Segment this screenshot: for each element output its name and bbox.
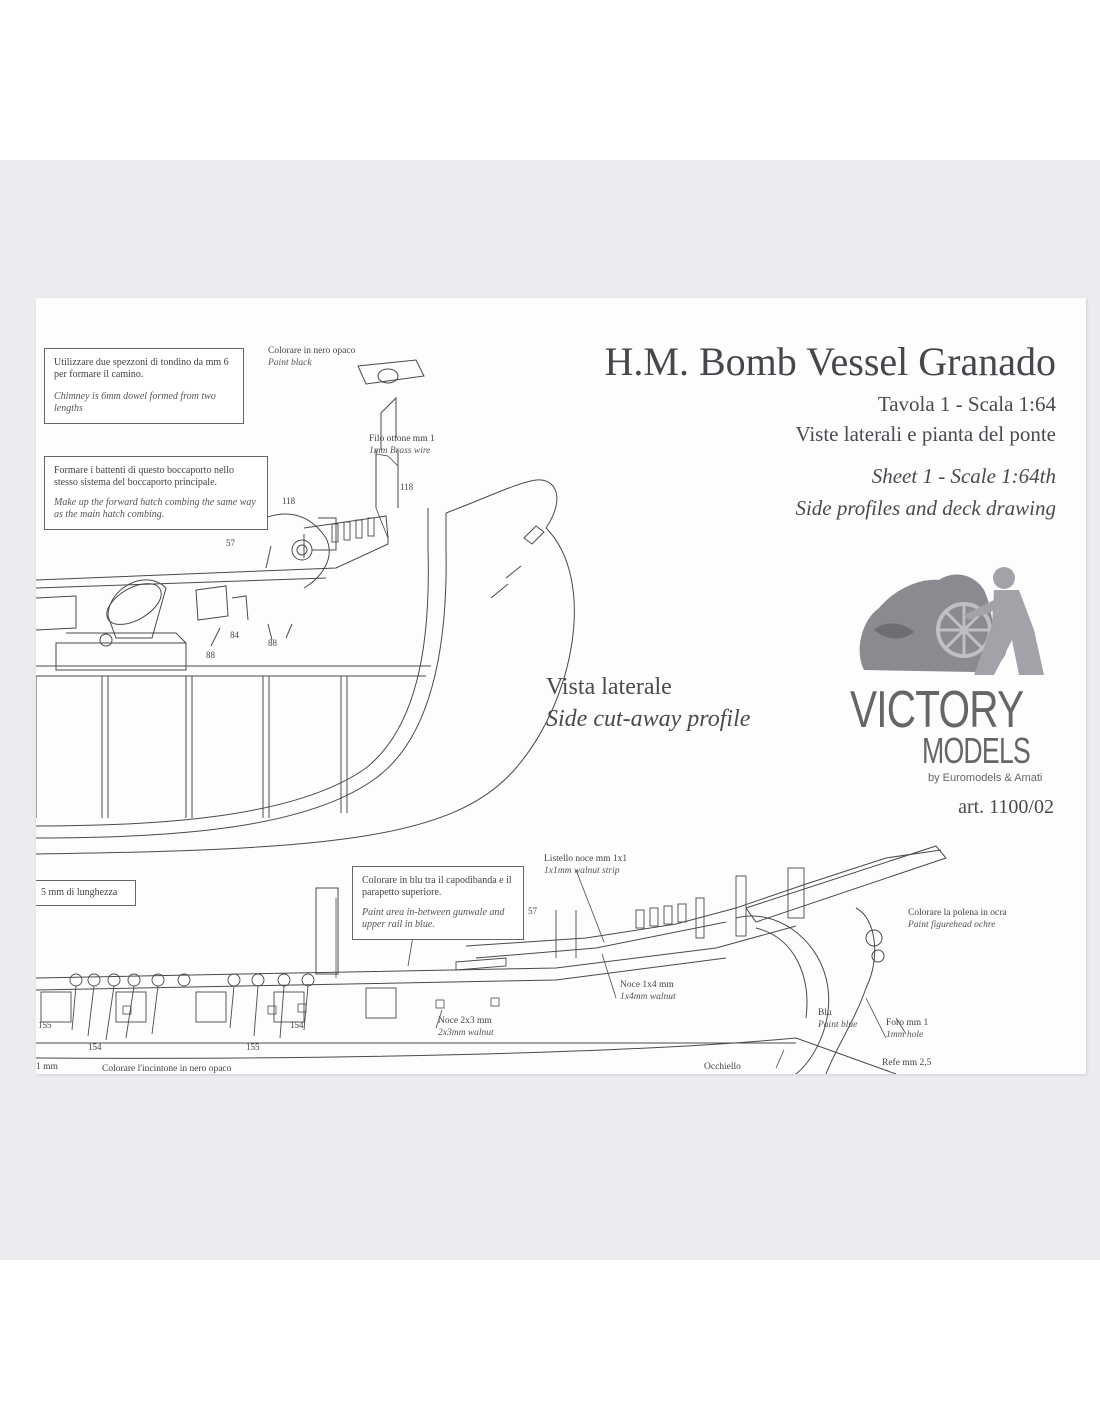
note-hatch-en: Make up the forward hatch combing the sa… — [54, 497, 256, 520]
label-hole-it: Foro mm 1 — [886, 1018, 929, 1028]
label-wale: Colorare l'incintone in nero opaco — [102, 1064, 232, 1074]
part-number: 118 — [282, 496, 296, 506]
label-refe: Refe mm 2,5 — [882, 1058, 932, 1068]
label-noce-1x4-en: 1x4mm walnut — [620, 992, 676, 1002]
note-blue-area-en: Paint area in-between gunwale and upper … — [362, 907, 505, 930]
subtitle-sheet-en: Sheet 1 - Scale 1:64th — [871, 464, 1056, 488]
logo-word-victory: VICTORY — [850, 681, 1024, 739]
note-chimney-en: Chimney is 6mm dowel formed from two len… — [54, 391, 216, 414]
note-box-blue-area: Colorare in blu tra il capodibanda e il … — [352, 866, 524, 940]
label-hole-en: 1mm hole — [886, 1030, 924, 1040]
label-walnut-strip-en: 1x1mm walnut strip — [544, 866, 620, 876]
label-blu-en: Paint blue — [818, 1020, 858, 1030]
view-title-it: Vista laterale — [546, 674, 672, 700]
cutaway-profile — [36, 359, 575, 855]
part-number: 88 — [206, 650, 215, 660]
article-number: art. 1100/02 — [958, 796, 1054, 818]
subtitle-views-en: Side profiles and deck drawing — [795, 496, 1056, 520]
label-noce-2x3-en: 2x3mm walnut — [438, 1028, 494, 1038]
note-hatch-it: Formare i battenti di questo boccaporto … — [54, 465, 234, 488]
note-blue-area-it: Colorare in blu tra il capodibanda e il … — [362, 875, 512, 898]
view-title-en: Side cut-away profile — [546, 706, 751, 732]
part-number: 84 — [230, 630, 239, 640]
label-brass-wire-it: Filo ottone mm 1 — [369, 434, 435, 444]
label-walnut-strip-it: Listello noce mm 1x1 — [544, 854, 628, 864]
subtitle-sheet-it: Tavola 1 - Scala 1:64 — [877, 392, 1056, 416]
logo-emblem — [859, 567, 1044, 675]
logo-byline: by Euromodels & Amati — [928, 772, 1043, 784]
part-number: 57 — [226, 538, 235, 548]
note-chimney-it: Utilizzare due spezzoni di tondino da mm… — [54, 357, 229, 380]
ship-drawing — [36, 359, 947, 1074]
note-box-chimney: Utilizzare due spezzoni di tondino da mm… — [44, 348, 244, 424]
plan-sheet: ⌐ H.M. Bomb Vessel Granado Tavola 1 - Sc… — [36, 298, 1086, 1074]
side-profile — [36, 845, 947, 1074]
label-noce-2x3-it: Noce 2x3 mm — [438, 1016, 492, 1026]
label-brass-wire-en: 1mm Brass wire — [369, 446, 431, 456]
part-number: 57 — [528, 906, 537, 916]
label-paint-black-it: Colorare in nero opaco — [268, 346, 356, 356]
note-box-length: 5 mm di lunghezza — [36, 880, 136, 906]
label-noce-1x4-it: Noce 1x4 mm — [620, 980, 674, 990]
note-length-it: 5 mm di lunghezza — [41, 887, 118, 898]
part-number: 88 — [268, 638, 277, 648]
label-paint-black-en: Paint black — [268, 358, 312, 368]
page-title: H.M. Bomb Vessel Granado — [604, 339, 1056, 384]
note-box-hatch: Formare i battenti di questo boccaporto … — [44, 456, 268, 530]
part-number: 155 — [38, 1020, 52, 1030]
label-figurehead-en: Paint figurehead ochre — [908, 920, 996, 930]
label-occhiello: Occhiello — [704, 1062, 741, 1072]
label-1mm: 1 mm — [36, 1062, 58, 1072]
part-number: 154 — [290, 1020, 304, 1030]
part-number: 155 — [246, 1042, 260, 1052]
label-figurehead-it: Colorare la polena in ocra — [908, 908, 1007, 918]
subtitle-views-it: Viste laterali e pianta del ponte — [795, 422, 1056, 446]
label-blu-it: Blu — [818, 1008, 832, 1018]
part-number: 154 — [88, 1042, 102, 1052]
victory-models-logo: VICTORY MODELS — [844, 560, 1064, 771]
part-number: 118 — [400, 482, 414, 492]
logo-word-models: MODELS — [922, 730, 1031, 771]
